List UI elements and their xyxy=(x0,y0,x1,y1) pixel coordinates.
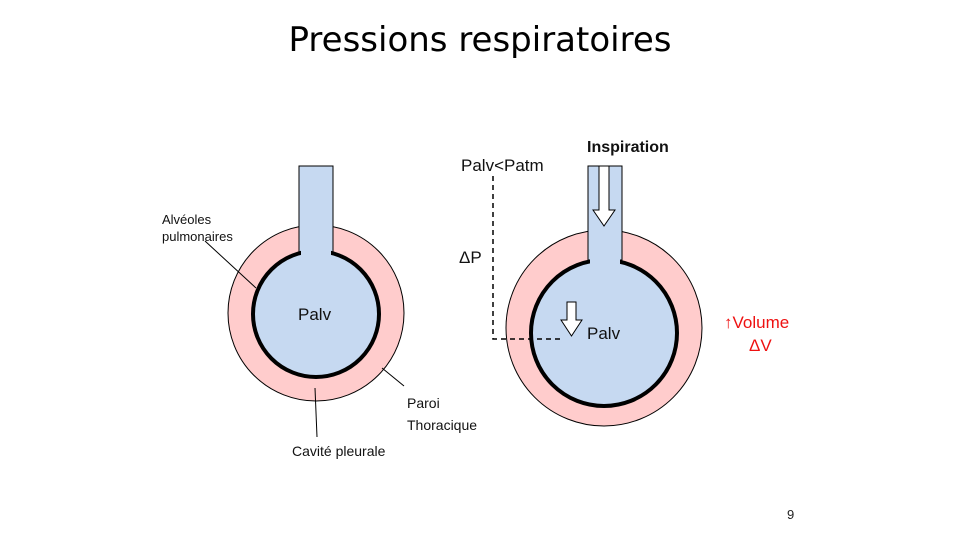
pressure-relation-label: Palv<Patm xyxy=(461,156,544,175)
left-lung-diagram xyxy=(204,165,405,438)
inspiration-arrow-icon xyxy=(592,165,616,227)
paroi-label: Paroi Thoracique xyxy=(407,392,477,436)
alveoles-leader-line xyxy=(204,240,257,289)
left-airway-junction xyxy=(301,244,331,274)
alveoles-label-line1: Alvéoles xyxy=(162,212,212,227)
paroi-label-line2: Thoracique xyxy=(407,417,478,433)
volume-label: ↑Volume xyxy=(724,313,790,332)
cavite-label: Cavité pleurale xyxy=(292,443,386,459)
right-airway-junction xyxy=(590,238,620,272)
right-lung-diagram xyxy=(492,165,703,427)
cavite-leader-line xyxy=(314,387,318,438)
delta-v-label: ΔV xyxy=(749,336,772,355)
pressure-drop-arrow-icon xyxy=(560,301,583,337)
left-palv-label: Palv xyxy=(298,305,332,324)
page-number: 9 xyxy=(787,507,795,522)
page-title: Pressions respiratoires xyxy=(288,20,672,60)
paroi-leader-line xyxy=(381,367,405,387)
alveoles-label: Alvéoles pulmonaires xyxy=(162,211,233,245)
inspiration-label: Inspiration xyxy=(587,139,669,156)
delta-p-label: ΔP xyxy=(459,248,482,267)
alveoles-label-line2: pulmonaires xyxy=(162,229,233,244)
right-palv-label: Palv xyxy=(587,324,621,343)
delta-p-dashed-line xyxy=(492,176,560,340)
paroi-label-line1: Paroi xyxy=(407,395,440,411)
